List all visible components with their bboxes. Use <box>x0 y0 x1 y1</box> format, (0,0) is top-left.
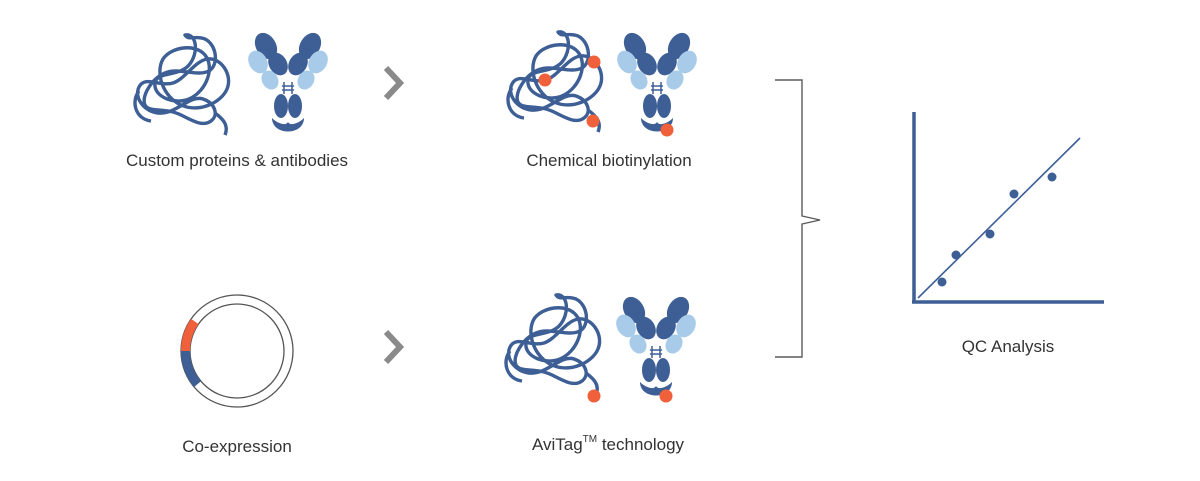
biotin-dot-icon <box>587 389 601 403</box>
label-custom-proteins: Custom proteins & antibodies <box>125 151 349 170</box>
scatter-plot-icon <box>912 112 1104 304</box>
chevron-right-icon <box>383 65 405 101</box>
label-qc-analysis: QC Analysis <box>961 337 1055 356</box>
plasmid-icon <box>180 294 294 408</box>
technology-text: technology <box>597 435 685 454</box>
antibody-icon <box>248 32 328 132</box>
biotin-dot-icon <box>659 389 673 403</box>
bracket-icon <box>775 79 821 358</box>
label-avitag-technology: AviTagTM technology <box>531 434 685 455</box>
antibody-icon <box>616 296 696 396</box>
trademark-mark: TM <box>582 434 598 446</box>
biotin-dot-icon <box>586 114 600 128</box>
protein-coil-icon <box>504 293 602 397</box>
biotin-dot-icon <box>587 55 601 69</box>
biotin-dot-icon <box>660 123 674 137</box>
avitag-text: AviTag <box>531 435 583 454</box>
protein-coil-icon <box>133 33 231 137</box>
protein-coil-icon <box>506 30 604 134</box>
antibody-icon <box>617 32 697 132</box>
biotin-dot-icon <box>538 73 552 87</box>
label-chemical-biotinylation: Chemical biotinylation <box>526 151 692 170</box>
chevron-right-icon <box>383 329 405 365</box>
label-co-expression: Co-expression <box>182 437 292 456</box>
